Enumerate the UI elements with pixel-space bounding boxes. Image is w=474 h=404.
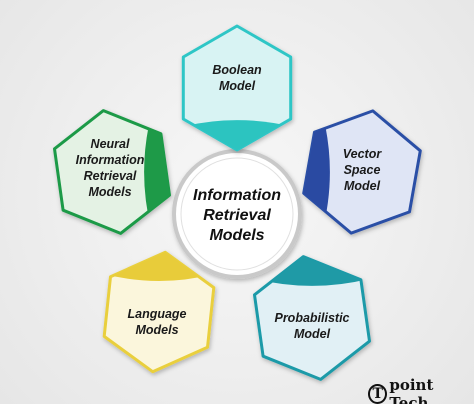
label-probabilistic-model: Probabilistic Model <box>274 311 350 341</box>
brand-mark-icon: T <box>368 384 388 404</box>
brand-logo: T point Tech <box>368 376 474 404</box>
label-neural-ir-models: Neural Information Retrieval Models <box>75 137 145 199</box>
label-language-models: Language Models <box>127 307 187 337</box>
brand-name: point Tech <box>389 376 434 404</box>
label-vector-space-model: Vector Space Model <box>342 147 382 193</box>
hexagon-boolean-model <box>181 24 293 152</box>
center-title: Information Retrieval Models <box>193 187 281 244</box>
center-hub <box>172 149 302 279</box>
label-boolean-model: Boolean Model <box>212 63 262 93</box>
